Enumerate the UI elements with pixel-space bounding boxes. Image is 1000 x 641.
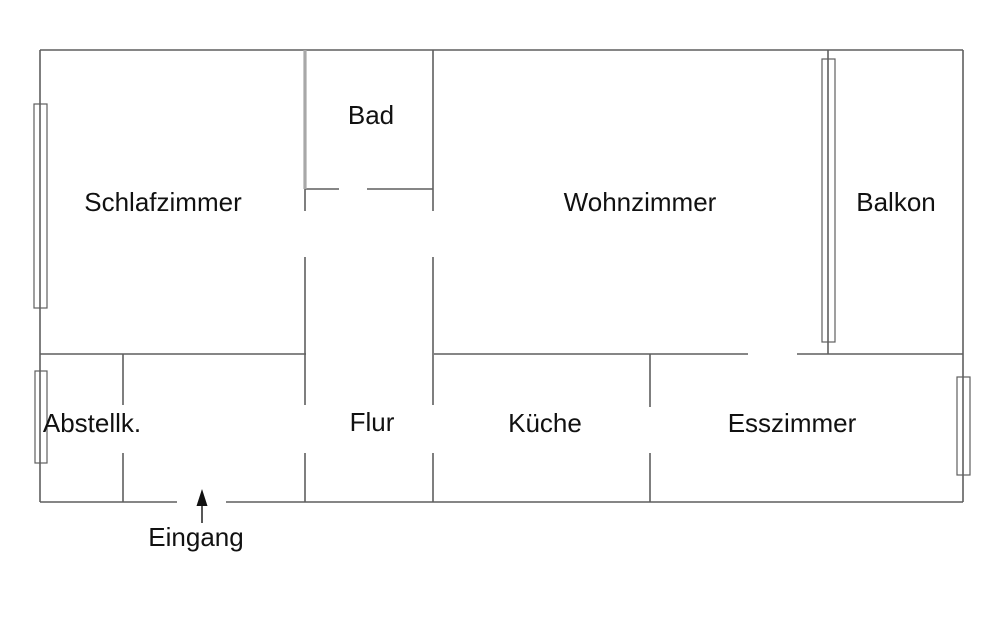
window-abstellkammer — [34, 370, 48, 464]
room-label-abstellkammer: Abstellk. — [42, 408, 142, 439]
room-label-bad: Bad — [347, 100, 395, 131]
window-schlafzimmer — [33, 103, 48, 309]
room-label-wohnzimmer: Wohnzimmer — [563, 187, 717, 218]
room-label-flur: Flur — [349, 407, 395, 438]
room-label-balkon: Balkon — [856, 187, 936, 218]
entrance-label: Eingang — [148, 522, 244, 553]
walls — [39, 49, 964, 503]
room-label-kueche: Küche — [508, 408, 582, 439]
room-label-esszimmer: Esszimmer — [727, 408, 857, 439]
window-balkon — [821, 58, 836, 343]
window-esszimmer — [956, 376, 971, 476]
entrance-arrow — [196, 489, 208, 523]
windows — [33, 58, 971, 476]
room-label-schlafzimmer: Schlafzimmer — [84, 187, 242, 218]
entrance-arrow-head — [196, 489, 208, 506]
